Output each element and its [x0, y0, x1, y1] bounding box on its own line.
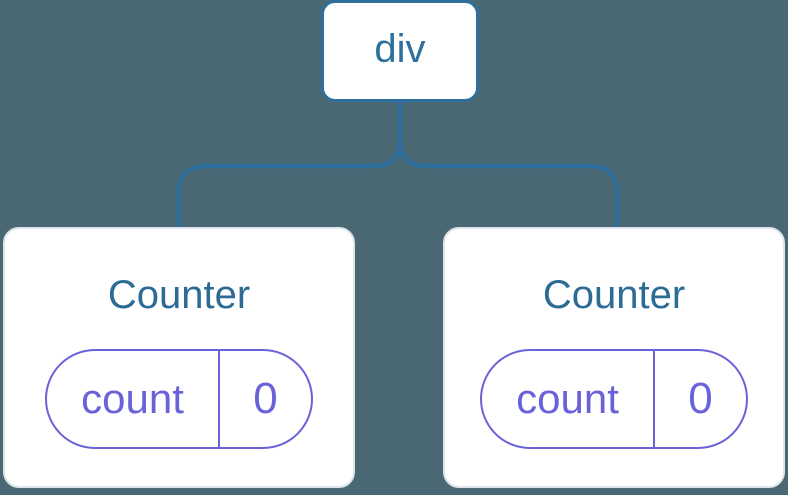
state-divider — [653, 351, 655, 447]
state-name: count — [81, 375, 184, 422]
connector-left-branch — [176, 101, 403, 229]
component-title: Counter — [107, 273, 251, 317]
tree-node-div: div — [321, 0, 479, 102]
connector-right-branch — [397, 101, 620, 229]
root-node-label: div — [374, 27, 426, 71]
state-value: 0 — [688, 374, 713, 423]
component-title: Counter — [542, 273, 686, 317]
state-name: count — [516, 375, 619, 422]
tree-node-counter-left: Counter count 0 — [3, 227, 355, 488]
state-divider — [218, 351, 220, 447]
state-badge: count 0 — [45, 349, 313, 449]
tree-node-counter-right: Counter count 0 — [443, 227, 785, 488]
state-value: 0 — [253, 374, 278, 423]
state-badge: count 0 — [480, 349, 748, 449]
